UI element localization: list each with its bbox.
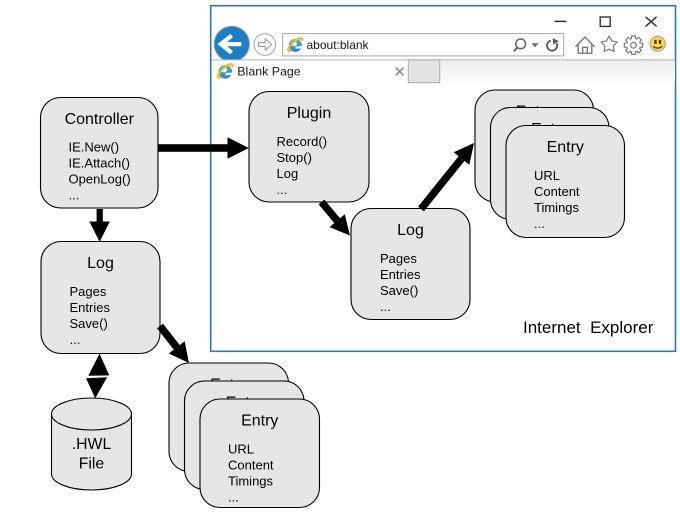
svg-text:IE.Attach(): IE.Attach() (69, 156, 130, 171)
svg-text:Pages: Pages (380, 251, 417, 266)
svg-text:Entries: Entries (70, 300, 111, 315)
svg-text:Blank Page: Blank Page (237, 64, 300, 78)
svg-text:Log: Log (277, 166, 299, 181)
svg-text:Timings: Timings (228, 474, 274, 489)
svg-text:...: ... (277, 182, 288, 197)
svg-text:Save(): Save() (380, 283, 418, 298)
svg-text:Record(): Record() (277, 134, 328, 149)
svg-text:URL: URL (534, 168, 560, 183)
svg-text:...: ... (69, 188, 80, 203)
svg-text:File: File (79, 456, 105, 473)
svg-text:OpenLog(): OpenLog() (69, 172, 131, 187)
svg-text:Pages: Pages (70, 284, 107, 299)
svg-text:Internet Explorer: Internet Explorer (523, 318, 654, 337)
svg-text:Entry: Entry (241, 413, 278, 430)
svg-text:Content: Content (228, 458, 274, 473)
svg-text:...: ... (228, 490, 239, 505)
svg-text:...: ... (534, 216, 545, 231)
svg-text:Timings: Timings (534, 200, 580, 215)
svg-text:Save(): Save() (70, 316, 108, 331)
svg-text:Controller: Controller (65, 111, 135, 128)
svg-text:Log: Log (87, 255, 114, 272)
svg-text:Stop(): Stop() (277, 150, 312, 165)
svg-text:...: ... (70, 332, 81, 347)
svg-text:Plugin: Plugin (287, 105, 331, 122)
svg-text:...: ... (380, 299, 391, 314)
svg-text:Entries: Entries (380, 267, 421, 282)
svg-text:Content: Content (534, 184, 580, 199)
svg-text:URL: URL (228, 442, 254, 457)
svg-text:.HWL: .HWL (72, 436, 112, 453)
svg-text:about:blank: about:blank (307, 38, 370, 52)
svg-text:IE.New(): IE.New() (69, 140, 120, 155)
svg-text:Entry: Entry (547, 139, 584, 156)
svg-text:Log: Log (397, 222, 424, 239)
